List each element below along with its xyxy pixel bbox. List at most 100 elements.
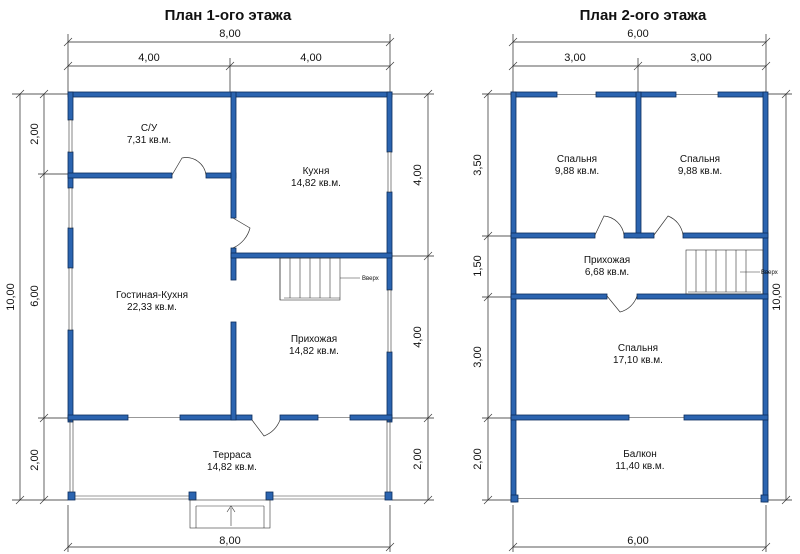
room-area: 7,31 кв.м. — [127, 135, 171, 146]
dim-tick — [483, 292, 493, 302]
window — [387, 151, 392, 193]
dim-tick — [423, 89, 433, 99]
wall — [682, 232, 769, 239]
room-area: 9,88 кв.м. — [555, 166, 599, 177]
wall — [510, 414, 630, 421]
plan-1-top-dimensions: 8,00 4,00 4,00 — [63, 28, 395, 96]
dim-tick — [423, 413, 433, 423]
window — [68, 187, 73, 229]
dim-tick — [508, 37, 518, 47]
plan-2-top-dimensions: 6,00 3,00 3,00 — [508, 28, 771, 96]
wall — [67, 91, 393, 98]
plan-1-left-dimensions: 10,00 2,00 6,00 2,00 — [5, 89, 68, 505]
wall — [386, 351, 393, 423]
room-name: Терраса — [213, 450, 252, 461]
arrow-up-icon — [226, 505, 236, 513]
door-swing — [606, 295, 638, 313]
wall — [510, 293, 608, 300]
terrace-post — [384, 491, 393, 501]
room-name: Спальня — [618, 343, 658, 354]
plan-1-walls — [67, 91, 393, 501]
dim-top-right: 3,00 — [690, 52, 711, 64]
dim-bottom-total: 8,00 — [219, 535, 240, 547]
balcony-post — [510, 494, 519, 503]
dim-top-left: 3,00 — [564, 52, 585, 64]
wall — [510, 232, 596, 239]
stairs — [685, 249, 764, 295]
room-area: 11,40 кв.м. — [615, 461, 664, 472]
wall — [230, 91, 237, 219]
stairs-up-label: Вверх — [761, 270, 778, 276]
terrace-post — [265, 491, 274, 501]
wall — [510, 91, 558, 98]
wall — [636, 293, 769, 300]
plan-2-right-dimensions: 10,00 — [766, 89, 792, 505]
plan-2-bottom-dimension: 6,00 — [508, 505, 771, 552]
room-area: 22,33 кв.м. — [127, 302, 177, 313]
dim-right-total: 10,00 — [771, 283, 783, 311]
wall — [623, 232, 655, 239]
dim-tick — [781, 89, 791, 99]
room-name: Балкон — [623, 449, 657, 460]
door-swing — [251, 419, 281, 437]
plan-1-entry-steps — [189, 499, 271, 529]
room-name: Спальня — [680, 154, 720, 165]
plan-1-terrace-railing — [69, 420, 391, 500]
dim-left-bot: 2,00 — [29, 449, 41, 470]
dim-tick — [423, 251, 433, 261]
dim-left-top: 2,00 — [29, 123, 41, 144]
room-area: 9,88 кв.м. — [678, 166, 722, 177]
room-area: 14,82 кв.м. — [291, 178, 341, 189]
wall — [386, 191, 393, 291]
balcony-post — [760, 494, 769, 503]
room-name: Прихожая — [584, 255, 630, 266]
plan-2-doors — [594, 215, 684, 313]
plan-2-stairs: Вверх — [685, 249, 778, 295]
plan-2-walls — [510, 91, 769, 503]
wall — [67, 91, 74, 121]
wall — [67, 227, 74, 269]
dim-right-bot: 2,00 — [412, 448, 424, 469]
room-name: Спальня — [557, 154, 597, 165]
window — [68, 119, 73, 153]
dim-bottom-total: 6,00 — [627, 535, 648, 547]
dim-tick — [781, 495, 791, 505]
room-area: 6,68 кв.м. — [585, 267, 629, 278]
wall — [67, 329, 74, 423]
dim-left-c: 3,00 — [472, 346, 484, 367]
dim-left-mid: 6,00 — [29, 285, 41, 306]
wall — [635, 91, 642, 239]
dim-right-top: 4,00 — [412, 164, 424, 185]
plan-1-doors — [171, 157, 281, 437]
wall — [67, 414, 129, 421]
window — [68, 267, 73, 331]
room-name: Гостиная-Кухня — [116, 290, 188, 301]
wall — [230, 252, 393, 259]
plan-1-windows — [68, 119, 392, 418]
plan-1-bottom-dimension: 8,00 — [63, 505, 395, 552]
wall — [230, 321, 237, 421]
dim-tick — [483, 89, 493, 99]
door-swing — [232, 217, 251, 249]
wall — [386, 91, 393, 153]
dim-top-total: 6,00 — [627, 28, 648, 40]
wall — [67, 172, 173, 179]
door-swing — [653, 215, 684, 236]
plan-1-room-labels: С/У 7,31 кв.м. Кухня 14,82 кв.м. Гостина… — [116, 123, 341, 473]
room-area: 17,10 кв.м. — [613, 355, 663, 366]
dim-left-total: 10,00 — [5, 283, 17, 311]
dim-tick — [508, 542, 518, 552]
stairs-up-label: Вверх — [362, 276, 379, 282]
plan-2-room-labels: Спальня 9,88 кв.м. Спальня 9,88 кв.м. Пр… — [555, 154, 722, 472]
wall — [179, 414, 253, 421]
dim-top-right: 4,00 — [300, 52, 321, 64]
dim-left-b: 1,50 — [472, 255, 484, 276]
dim-tick — [63, 542, 73, 552]
dim-left-d: 2,00 — [472, 448, 484, 469]
entry-steps — [189, 499, 271, 529]
dim-right-mid: 4,00 — [412, 326, 424, 347]
room-name: С/У — [141, 123, 158, 134]
dim-tick — [63, 61, 73, 71]
dim-tick — [761, 542, 771, 552]
